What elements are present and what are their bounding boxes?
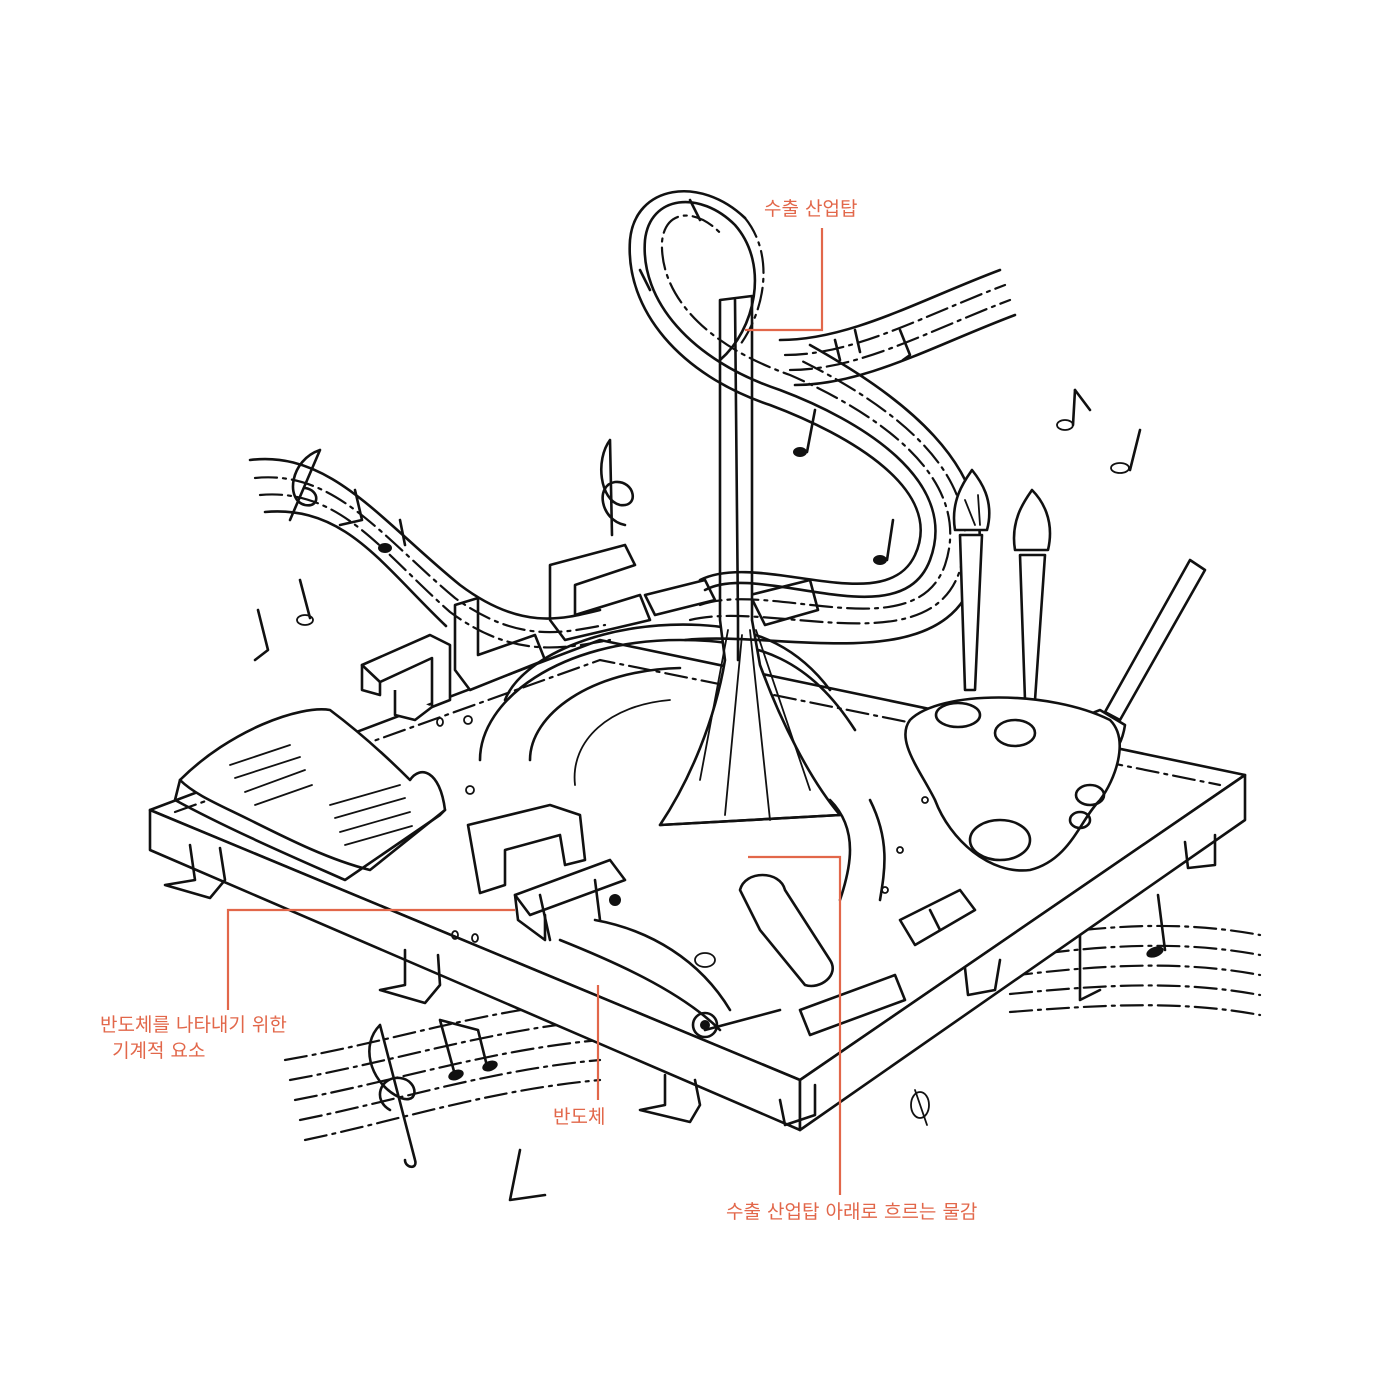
paintbrush-standing-1-icon (952, 468, 991, 692)
letter-nieun-icon (453, 596, 547, 692)
music-ribbon-icon (628, 189, 1017, 645)
paintbrush-standing-2-icon (1012, 488, 1052, 702)
floating-treble-clef-icon (599, 438, 635, 537)
dots-decor (436, 715, 929, 943)
paint-palette-icon (904, 696, 1121, 872)
paint-tube-large-icon (738, 873, 907, 1037)
swirl-staff-lines (478, 623, 886, 902)
letter-giyeok-icon (360, 633, 452, 722)
eighth-notes-lower-right-icon (910, 893, 1167, 1126)
paint-tube-small-icon (898, 888, 977, 947)
floating-notes-right-icon (1056, 388, 1142, 474)
treble-clef-left-icon (288, 448, 322, 522)
music-staff-lower-right-icon (1008, 924, 1262, 1017)
label-semiconductor: 반도체 (553, 1106, 606, 1128)
platform-pins-icon (163, 833, 1217, 1127)
leader-flow (748, 855, 842, 1195)
leader-export-tower (745, 228, 824, 332)
label-export-tower: 수출 산업탑 (764, 198, 858, 220)
label-flow-under-tower: 수출 산업탑 아래로 흐르는 물감 (726, 1201, 978, 1223)
open-book-icon (173, 708, 447, 882)
letter-siot-icon (466, 803, 587, 895)
eighth-notes-lower-left-icon (438, 1018, 547, 1202)
leader-lines (226, 228, 842, 1195)
tower-icon (658, 294, 842, 827)
mechanical-element-icon (513, 858, 782, 1039)
notes-left-icon (253, 488, 407, 662)
label-machine-elements: 반도체를 나타내기 위한 기계적 요소 (100, 1014, 287, 1062)
treble-clef-lower-left-icon (368, 1023, 417, 1169)
leader-machine-elements (226, 908, 515, 1010)
music-staff-left-icon (248, 457, 612, 649)
